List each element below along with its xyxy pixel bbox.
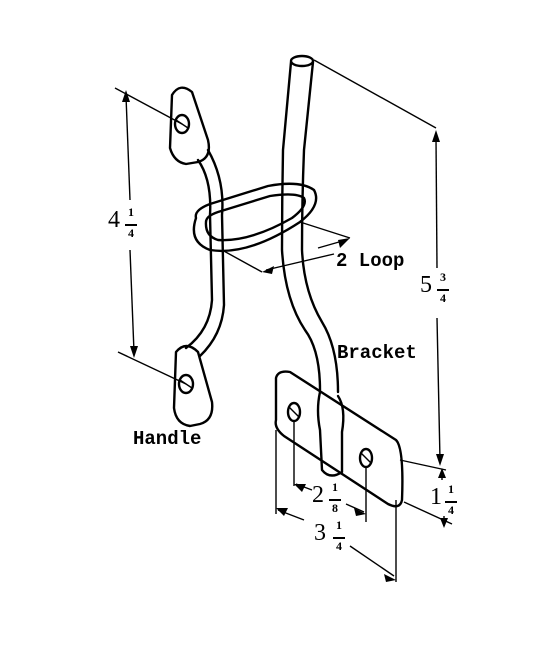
- bracket-rod: [280, 54, 340, 394]
- dim-whole: 3: [314, 520, 326, 546]
- dim-den: 4: [128, 226, 134, 240]
- dim-num: 3: [440, 270, 446, 284]
- dim-handle-height-label: 4 1 4: [108, 205, 148, 249]
- frac-bar: [125, 224, 137, 226]
- handle-bottom-plate: [172, 344, 214, 428]
- dim-hole-spacing-label: 2 1 8: [312, 480, 352, 524]
- dim-whole: 4: [108, 207, 120, 233]
- dim-whole: 5: [420, 272, 432, 298]
- dim-whole: 1: [430, 484, 442, 510]
- dim-den: 4: [336, 539, 342, 553]
- dim-num: 1: [332, 480, 338, 494]
- frac-bar: [437, 289, 449, 291]
- handle-top-plate: [168, 86, 211, 166]
- dim-bracket-height-label: 5 3 4: [420, 270, 460, 314]
- dim-hole-spacing: [293, 420, 367, 522]
- handle-label: Handle: [133, 428, 202, 450]
- dim-den: 8: [332, 501, 338, 515]
- dim-num: 1: [448, 482, 454, 496]
- bracket-label: Bracket: [337, 342, 417, 364]
- dim-loop: [221, 221, 351, 274]
- dim-bracket-height: [313, 59, 447, 471]
- dim-num: 1: [336, 518, 342, 532]
- dim-plate-height-label: 1 1 4: [430, 482, 470, 526]
- dim-plate-width-label: 3 1 4: [314, 518, 354, 562]
- dim-den: 4: [448, 503, 454, 517]
- dim-den: 4: [440, 291, 446, 305]
- loop-label: 2 Loop: [336, 250, 405, 272]
- dim-num: 1: [128, 205, 134, 219]
- dim-handle-height: [114, 87, 187, 385]
- frac-bar: [329, 499, 341, 501]
- loop: [192, 182, 318, 253]
- dim-plate-width: [275, 430, 397, 582]
- handle-bars: [184, 148, 226, 358]
- frac-bar: [445, 501, 457, 503]
- dim-plate-height: [403, 468, 453, 528]
- frac-bar: [333, 537, 345, 539]
- dim-whole: 2: [312, 482, 324, 508]
